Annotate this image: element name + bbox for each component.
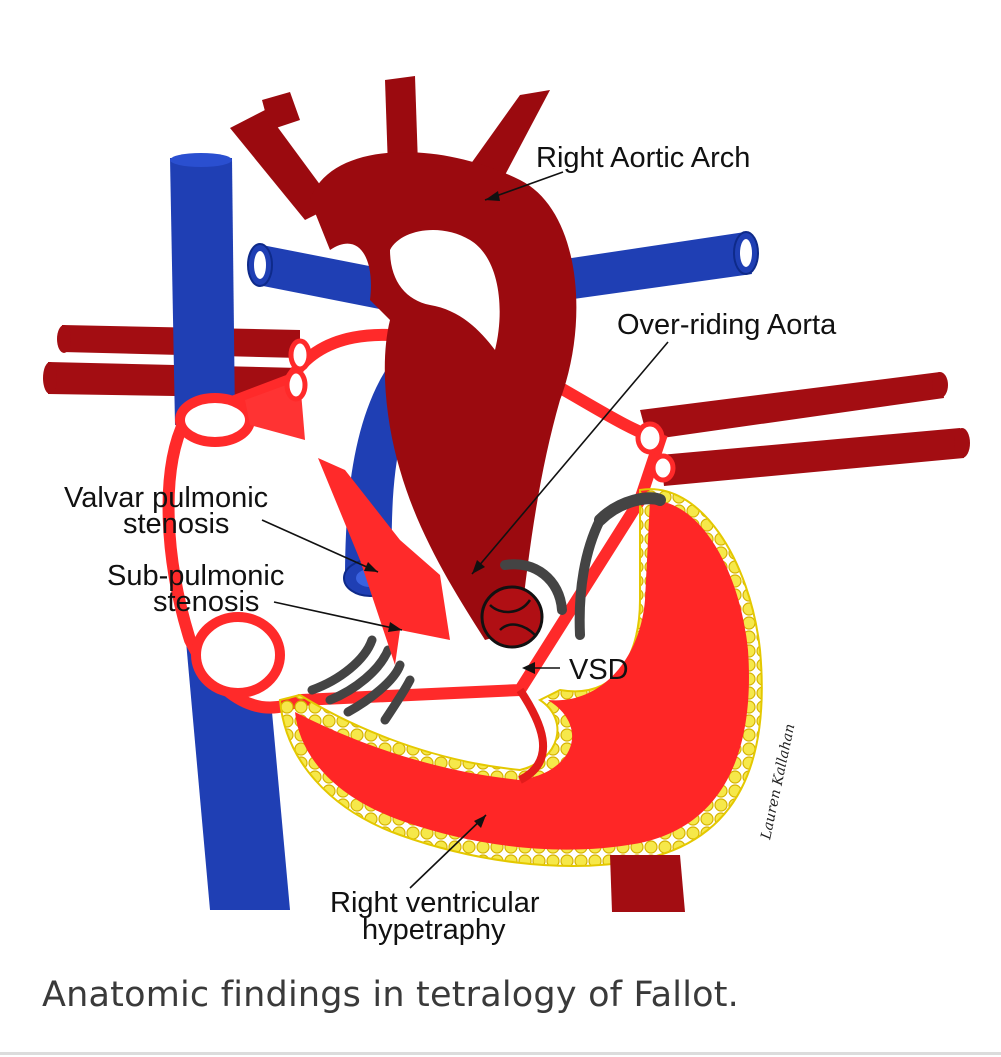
label-subpulmonic-line1: Sub-pulmonic <box>107 560 284 592</box>
label-overriding-aorta: Over-riding Aorta <box>617 309 837 341</box>
label-valvar-line1: Valvar pulmonic <box>64 482 268 514</box>
label-right-aortic-arch: Right Aortic Arch <box>536 142 750 174</box>
pulmonary-vein-right <box>545 231 759 302</box>
pulmonary-vein-left <box>247 243 400 312</box>
valve-chordae <box>307 492 666 725</box>
annotation-valvar-pulmonic-stenosis: Valvar pulmonic stenosis <box>64 482 379 573</box>
figure-caption: Anatomic findings in tetralogy of Fallot… <box>42 975 740 1015</box>
left-pulmonary-arteries <box>43 325 300 398</box>
right-ventricle-hypertrophy <box>278 488 763 867</box>
right-aortic-arch <box>230 76 577 640</box>
superior-vena-cava <box>170 153 235 425</box>
artist-signature: Lauren Kallahan <box>758 722 798 841</box>
label-subpulmonic-line2: stenosis <box>153 586 259 618</box>
annotation-subpulmonic-stenosis: Sub-pulmonic stenosis <box>107 560 403 632</box>
descending-aorta <box>610 855 685 912</box>
annotation-right-aortic-arch: Right Aortic Arch <box>484 142 750 201</box>
right-atrium-structures <box>175 338 676 698</box>
subpulmonic-muscle <box>318 458 450 665</box>
label-valvar-line2: stenosis <box>123 508 229 540</box>
divider <box>0 1052 1001 1055</box>
annotation-overriding-aorta: Over-riding Aorta <box>471 309 837 575</box>
annotation-right-ventricular-hypertrophy: Right ventricular hypetraphy <box>330 814 540 946</box>
label-rvh-line1: Right ventricular <box>330 887 540 919</box>
annotation-vsd: VSD <box>522 654 629 686</box>
overriding-aorta-root <box>480 585 544 649</box>
label-vsd: VSD <box>569 654 629 686</box>
right-pulmonary-arteries <box>640 372 970 486</box>
tetralogy-of-fallot-diagram: Lauren Kallahan Right Aortic Arch Over-r… <box>43 76 970 946</box>
label-rvh-line2: hypetraphy <box>362 914 506 946</box>
